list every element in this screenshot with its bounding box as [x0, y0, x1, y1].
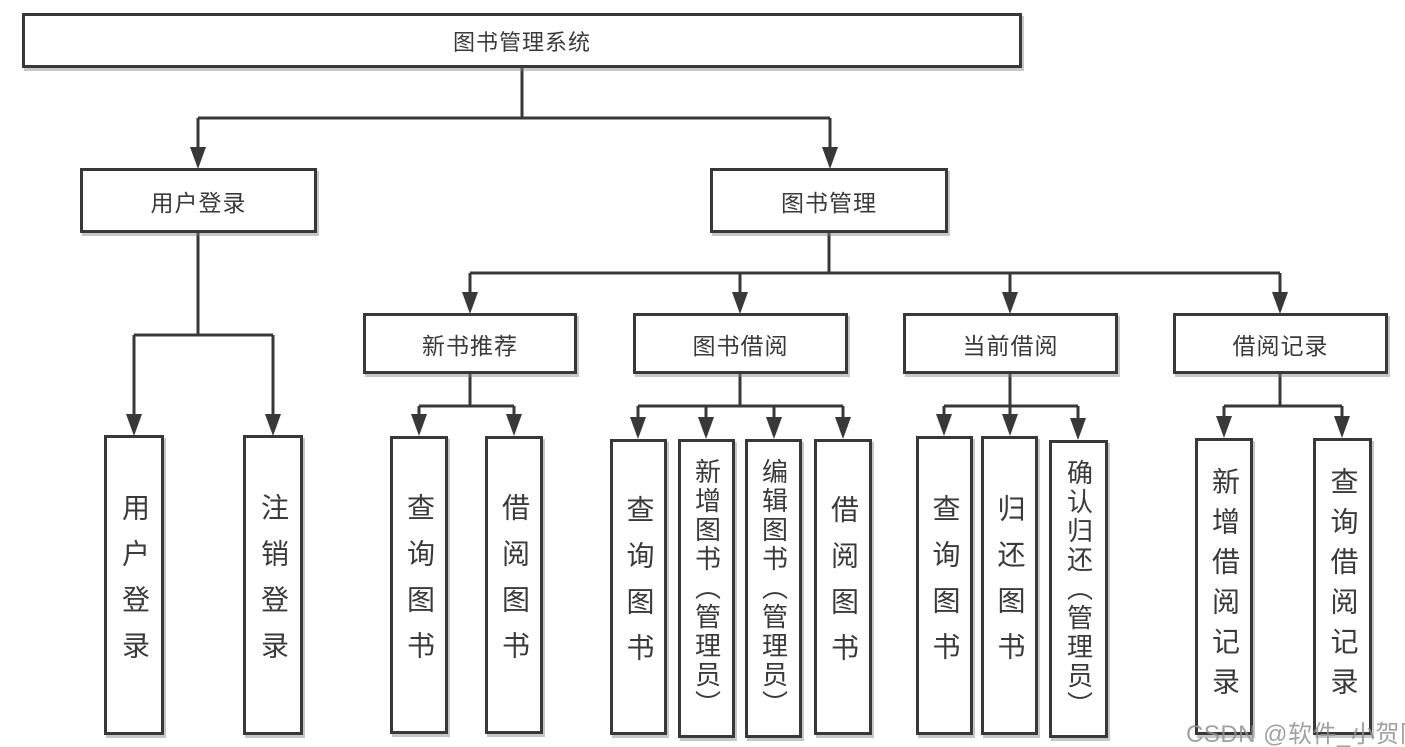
leaf-borrow-book-recommend-label: 借阅图书: [499, 493, 530, 677]
leaf-confirm-return-admin-label: 确认归还（管理员）: [1063, 458, 1094, 720]
leaf-user-login: 用户登录: [104, 435, 164, 735]
leaf-query-book-recommend: 查询图书: [390, 436, 448, 734]
node-borrow-record: 借阅记录: [1173, 313, 1388, 374]
node-user-login: 用户登录: [80, 168, 317, 233]
leaf-borrow-book-borrow-label: 借阅图书: [828, 495, 859, 679]
node-book-management-label: 图书管理: [781, 189, 877, 216]
leaf-borrow-book-recommend: 借阅图书: [485, 436, 543, 734]
leaf-return-book: 归还图书: [981, 436, 1038, 735]
leaf-query-borrow-record: 查询借阅记录: [1313, 438, 1372, 735]
node-book-borrow-label: 图书借阅: [692, 332, 789, 359]
leaf-logout: 注销登录: [243, 435, 303, 735]
leaf-query-book-borrow-label: 查询图书: [623, 495, 655, 679]
leaf-query-book-current-label: 查询图书: [929, 493, 961, 678]
leaf-borrow-book-borrow: 借阅图书: [814, 439, 872, 735]
node-new-book-recommend: 新书推荐: [363, 313, 577, 374]
node-root-label: 图书管理系统: [452, 29, 591, 55]
leaf-edit-book-admin-label: 编辑图书（管理员）: [758, 458, 789, 719]
leaf-add-book-admin: 新增图书（管理员）: [678, 439, 735, 738]
node-current-borrow-label: 当前借阅: [962, 332, 1059, 359]
leaf-add-borrow-record: 新增借阅记录: [1195, 438, 1253, 735]
node-book-management: 图书管理: [710, 168, 948, 233]
leaf-user-login-label: 用户登录: [119, 493, 150, 677]
leaf-logout-label: 注销登录: [258, 493, 289, 677]
leaf-return-book-label: 归还图书: [994, 493, 1026, 678]
leaf-confirm-return-admin: 确认归还（管理员）: [1049, 440, 1108, 738]
leaf-edit-book-admin: 编辑图书（管理员）: [745, 439, 802, 738]
node-root-system: 图书管理系统: [22, 13, 1022, 68]
leaf-query-book-recommend-label: 查询图书: [404, 493, 435, 677]
leaf-query-borrow-record-label: 查询借阅记录: [1327, 466, 1359, 707]
node-borrow-record-label: 借阅记录: [1232, 332, 1329, 359]
leaf-add-book-admin-label: 新增图书（管理员）: [691, 458, 722, 719]
node-current-borrow: 当前借阅: [903, 313, 1118, 374]
csdn-watermark: CSDN @软件_小贺同学: [1186, 721, 1405, 747]
node-new-book-recommend-label: 新书推荐: [422, 332, 518, 359]
node-user-login-label: 用户登录: [150, 189, 247, 216]
leaf-query-book-current: 查询图书: [916, 436, 973, 735]
leaf-query-book-borrow: 查询图书: [610, 439, 667, 735]
node-book-borrow: 图书借阅: [633, 313, 848, 374]
leaf-add-borrow-record-label: 新增借阅记录: [1209, 466, 1240, 707]
